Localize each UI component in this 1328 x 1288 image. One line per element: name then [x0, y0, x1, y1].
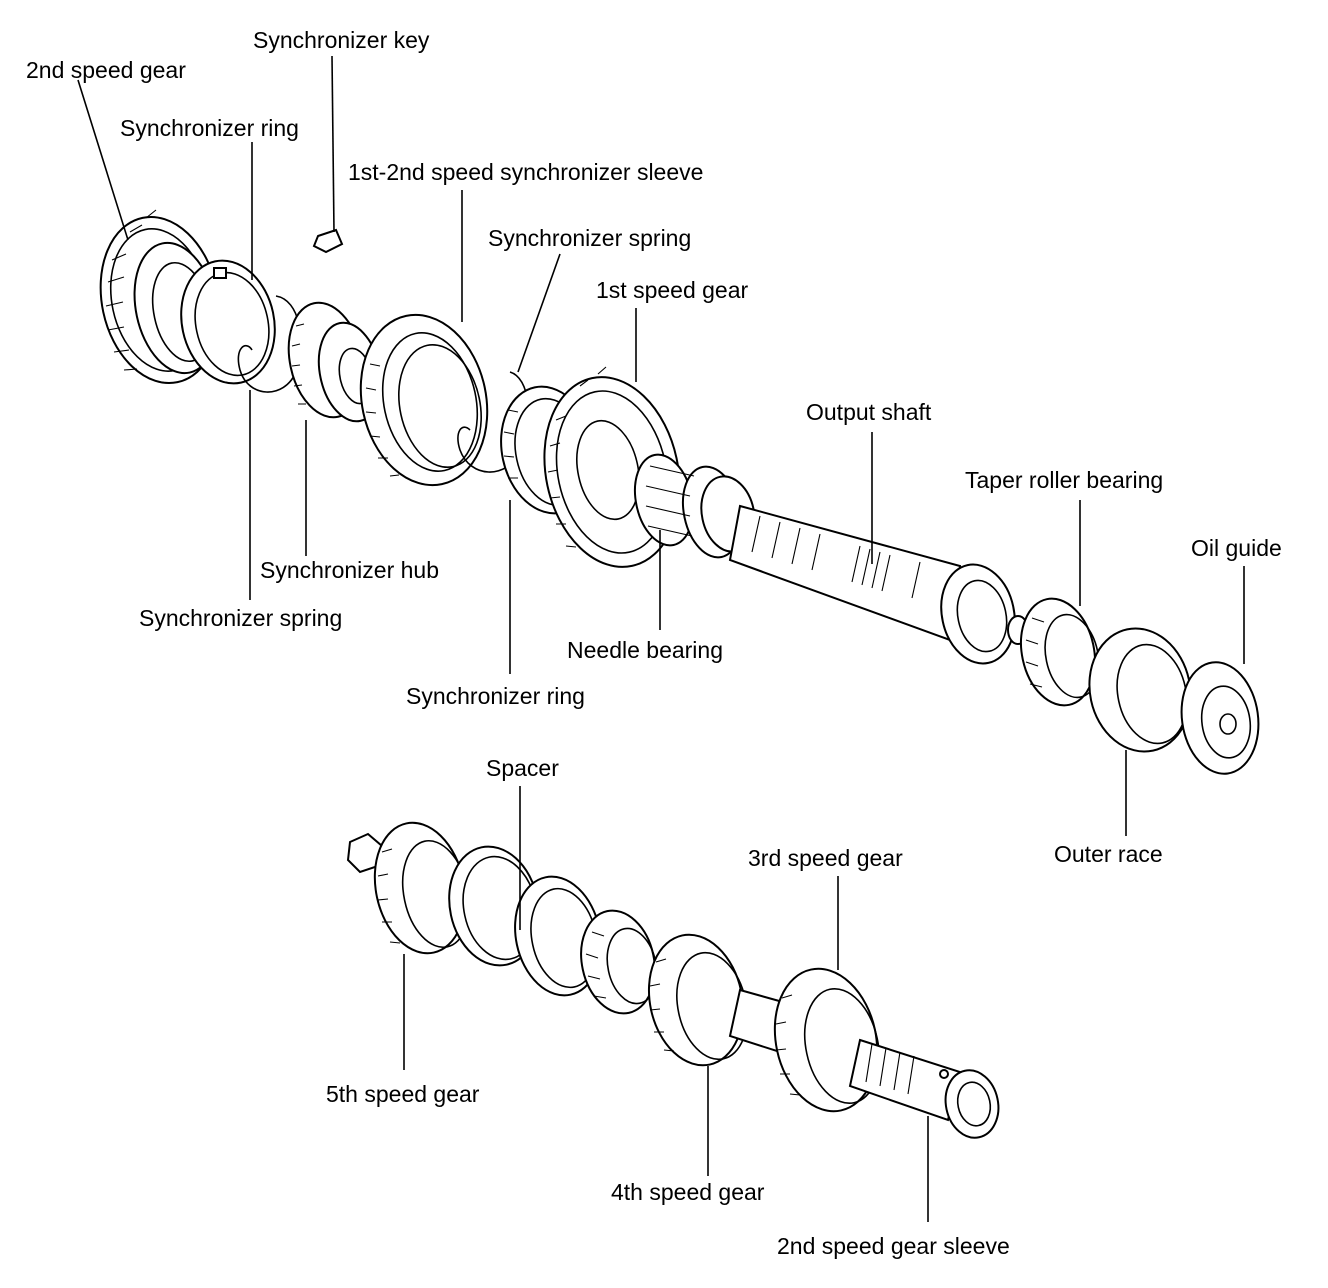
oil-guide-drawing — [1180, 661, 1260, 775]
label-spacer: Spacer — [486, 755, 559, 781]
synchronizer-ring-top-drawing — [180, 259, 276, 385]
label-synchronizer-hub: Synchronizer hub — [260, 557, 439, 583]
output-shaft-drawing — [728, 504, 1029, 665]
fourth-speed-gear-drawing — [647, 933, 792, 1067]
label-third-speed-gear: 3rd speed gear — [748, 845, 903, 871]
label-synchronizer-key: Synchronizer key — [253, 27, 430, 53]
taper-roller-bearing-drawing — [1020, 597, 1100, 707]
label-synchronizer-ring-top: Synchronizer ring — [120, 115, 299, 141]
lower-roller-bearing-drawing — [580, 909, 658, 1015]
third-speed-gear-drawing — [773, 967, 881, 1113]
label-needle-bearing: Needle bearing — [567, 637, 723, 663]
synchronizer-key-drawing — [312, 228, 344, 254]
outer-race-drawing — [1088, 627, 1192, 753]
label-oil-guide: Oil guide — [1191, 535, 1282, 561]
label-fifth-speed-gear: 5th speed gear — [326, 1081, 480, 1107]
label-outer-race: Outer race — [1054, 841, 1163, 867]
leader-lines — [77, 55, 1245, 1222]
fifth-speed-gear-drawing — [346, 821, 471, 955]
label-synchronizer-spring-bottom: Synchronizer spring — [139, 605, 342, 631]
label-synchronizer-spring-top: Synchronizer spring — [488, 225, 691, 251]
label-fourth-speed-gear: 4th speed gear — [611, 1179, 765, 1205]
label-output-shaft: Output shaft — [806, 399, 932, 425]
lower-shaft-drawing — [848, 1038, 1000, 1139]
label-synchronizer-ring-bottom: Synchronizer ring — [406, 683, 585, 709]
label-taper-roller-bearing: Taper roller bearing — [965, 467, 1163, 493]
label-second-speed-gear: 2nd speed gear — [26, 57, 186, 83]
sleeve-drawing — [359, 313, 489, 487]
label-first-speed-gear: 1st speed gear — [596, 277, 749, 303]
label-sleeve-1st-2nd: 1st-2nd speed synchronizer sleeve — [348, 159, 703, 185]
label-second-speed-gear-sleeve: 2nd speed gear sleeve — [777, 1233, 1010, 1259]
